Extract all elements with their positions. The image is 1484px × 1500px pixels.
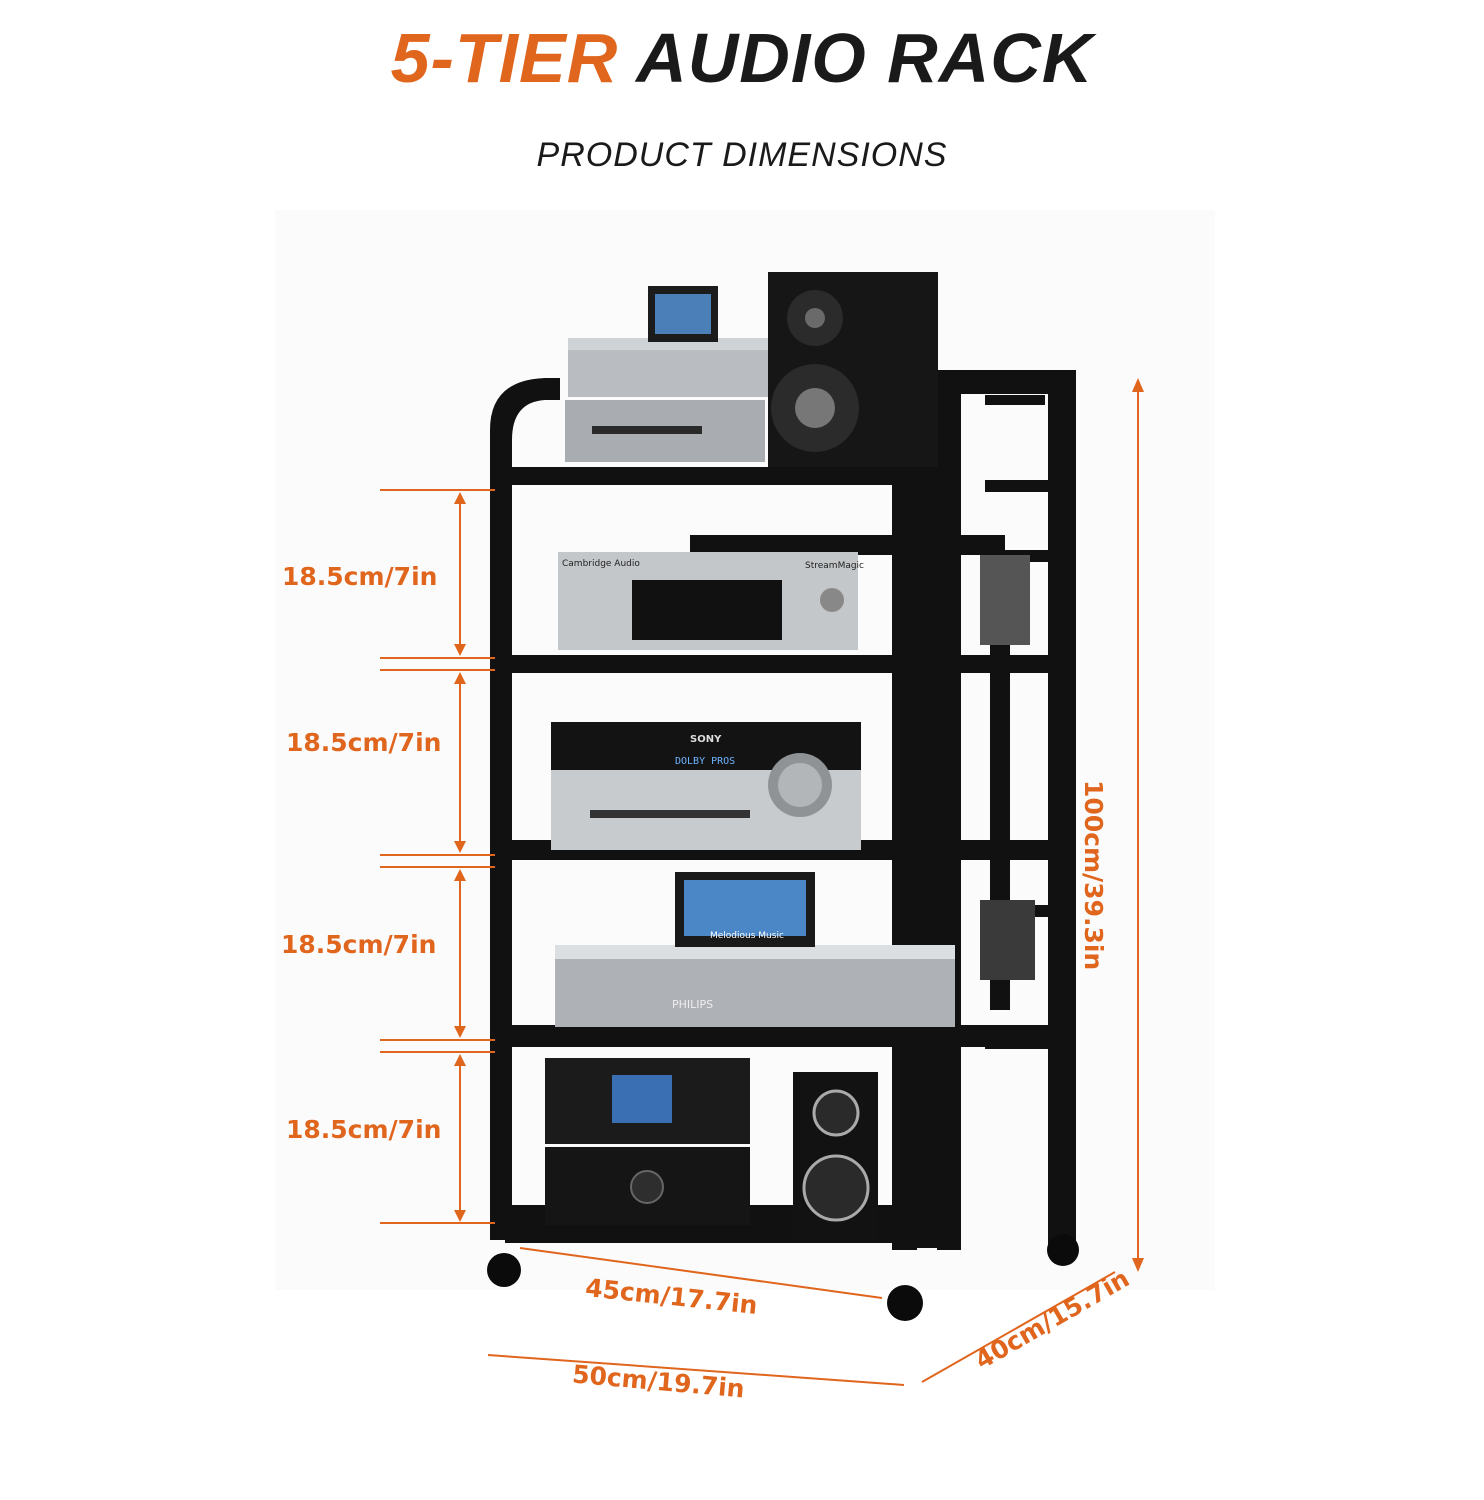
device-philips: Melodious Music PHILIPS [555,872,1035,1027]
dolby-label: DOLBY PROS [675,756,735,767]
tier-height-label-4: 18.5cm/7in [286,1115,442,1144]
page-subtitle: PRODUCT DIMENSIONS [536,136,948,174]
device-sony: SONY DOLBY PROS [551,722,861,850]
tier-height-label-3: 18.5cm/7in [281,930,437,959]
tier-height-label-2: 18.5cm/7in [286,728,442,757]
page-title: 5-TIER AUDIO RACK [0,18,1484,98]
total-height-label: 100cm/39.3in [1079,780,1108,971]
cambridge-label: Cambridge Audio [562,559,640,569]
dimension-lines [380,382,1139,1386]
melodious-label: Melodious Music [710,931,784,941]
casters [487,1234,1079,1321]
sony-label: SONY [690,734,722,745]
device-cambridge-audio: Cambridge Audio StreamMagic [558,552,1030,650]
title-accent: 5-TIER [390,19,619,97]
title-main: AUDIO RACK [636,19,1094,97]
philips-label: PHILIPS [672,998,713,1011]
dimension-arrowheads [454,378,1144,1272]
tier-height-label-1: 18.5cm/7in [282,562,438,591]
streammagic-label: StreamMagic [805,561,864,571]
top-devices [565,272,938,467]
bottom-devices [545,1058,878,1240]
